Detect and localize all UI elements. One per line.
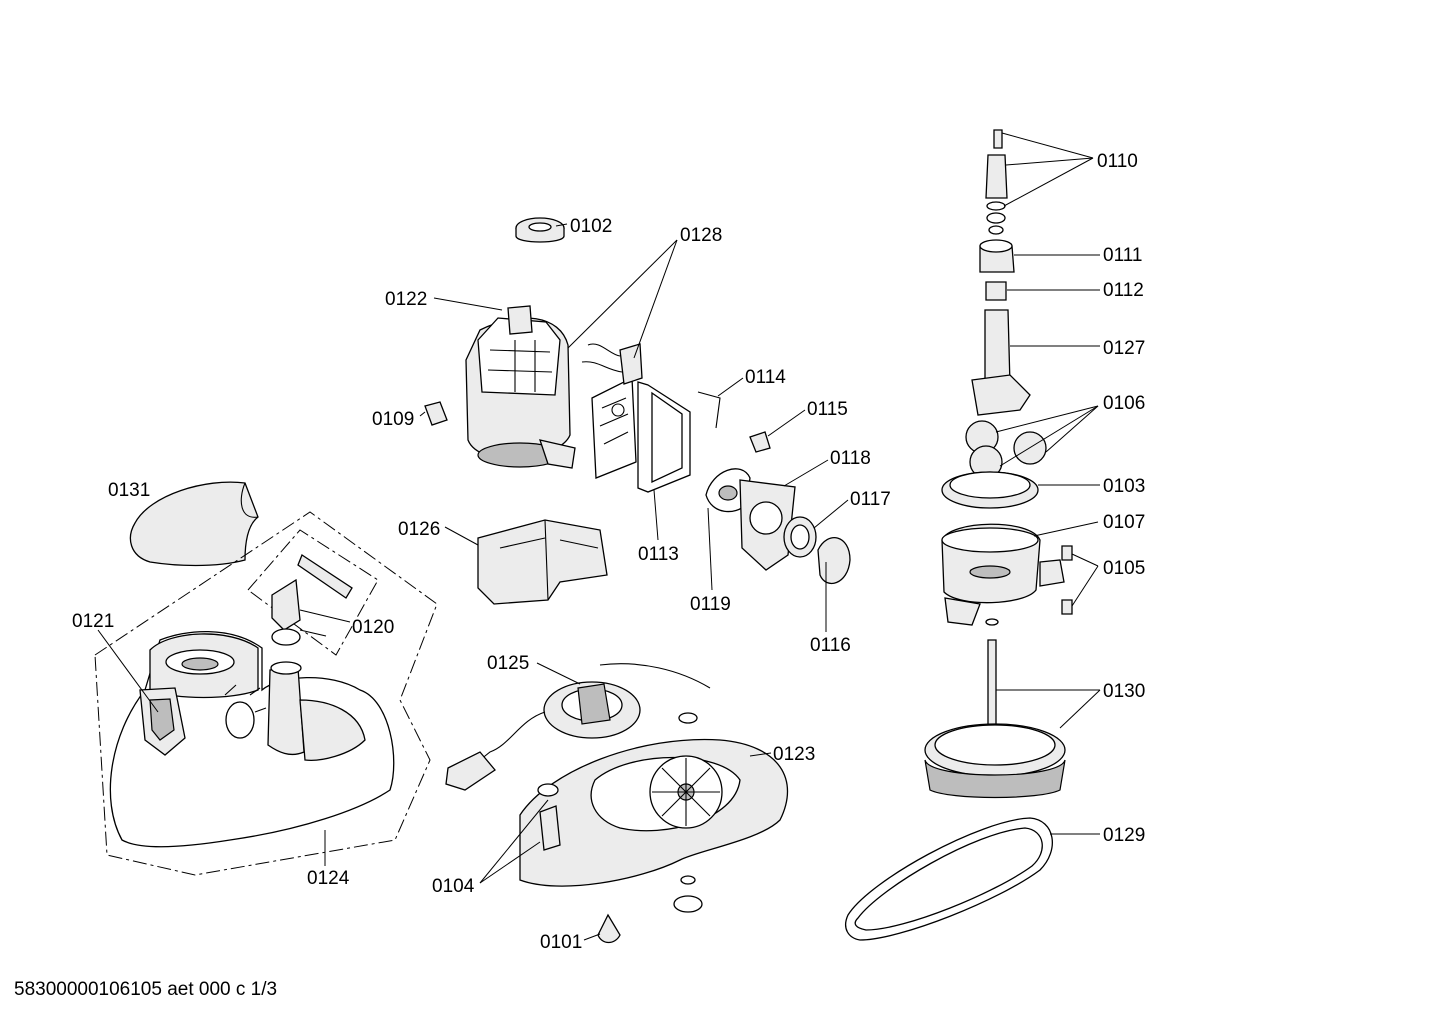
label-0105: 0105 [1103, 558, 1145, 579]
part-0109-brush [424, 401, 448, 426]
label-0101: 0101 [540, 932, 582, 953]
part-0131-lid [129, 481, 259, 567]
label-0111: 0111 [1103, 245, 1142, 266]
part-0116-knob [817, 537, 851, 585]
part-0114-spring [697, 391, 721, 429]
part-0102-bearing-ring [515, 217, 565, 243]
part-0117-ring [783, 516, 817, 558]
label-0128: 0128 [680, 225, 722, 246]
part-0124-housing-assembly [94, 511, 438, 876]
label-0102: 0102 [570, 216, 612, 237]
part-0105-pins [1061, 545, 1073, 615]
part-0129-belt [845, 817, 1053, 941]
label-0118: 0118 [830, 448, 871, 469]
part-0130-pulley-shaft [924, 618, 1066, 799]
label-0114: 0114 [745, 367, 786, 388]
label-0126: 0126 [398, 519, 440, 540]
part-0119-bracket [705, 468, 751, 513]
leader-lines [97, 132, 1101, 941]
label-0115: 0115 [807, 399, 848, 420]
label-0125: 0125 [487, 653, 529, 674]
label-0124: 0124 [307, 868, 350, 889]
part-0123-base-plate [519, 738, 789, 887]
label-0120: 0120 [352, 617, 394, 638]
part-0113-frame [637, 381, 691, 493]
part-0111-coupling [979, 239, 1015, 273]
part-0128-circuit-board [581, 343, 643, 479]
label-0123: 0123 [773, 744, 815, 765]
label-0122: 0122 [385, 289, 427, 310]
label-0104: 0104 [432, 876, 475, 897]
part-0118-cover-plate [739, 479, 796, 571]
label-0109: 0109 [372, 409, 414, 430]
part-0115-clip [749, 431, 771, 453]
label-0113: 0113 [638, 544, 679, 565]
label-0117: 0117 [850, 489, 891, 510]
label-0106: 0106 [1103, 393, 1145, 414]
part-0110-shaft-parts [985, 129, 1008, 235]
part-0120-switch-parts [247, 529, 379, 656]
part-0125-cable-assembly [445, 663, 711, 791]
label-0107: 0107 [1103, 512, 1145, 533]
part-0106-gears [965, 420, 1047, 479]
label-0103: 0103 [1103, 476, 1145, 497]
callout-labels: 0102 0128 0122 0109 0114 0115 0118 0117 … [72, 151, 1145, 953]
part-0112-bushing [985, 281, 1007, 301]
part-0107-gear-housing [941, 523, 1065, 626]
label-0127: 0127 [1103, 338, 1145, 359]
label-0130: 0130 [1103, 681, 1145, 702]
drawing-reference-footer: 58300000106105 aet 000 c 1/3 [14, 979, 278, 1000]
part-0101-foot [597, 913, 621, 944]
small-washers [673, 712, 703, 913]
label-0119: 0119 [690, 594, 731, 615]
label-0129: 0129 [1103, 825, 1145, 846]
label-0116: 0116 [810, 635, 851, 656]
label-0121: 0121 [72, 611, 114, 632]
part-0126-motor-housing [477, 519, 608, 605]
label-0112: 0112 [1103, 280, 1144, 301]
part-0127-spindle-mount [971, 309, 1031, 416]
part-0103-ring-gear [941, 471, 1039, 509]
label-0110: 0110 [1097, 151, 1138, 172]
label-0131: 0131 [108, 480, 150, 501]
part-0122-motor [465, 305, 576, 469]
